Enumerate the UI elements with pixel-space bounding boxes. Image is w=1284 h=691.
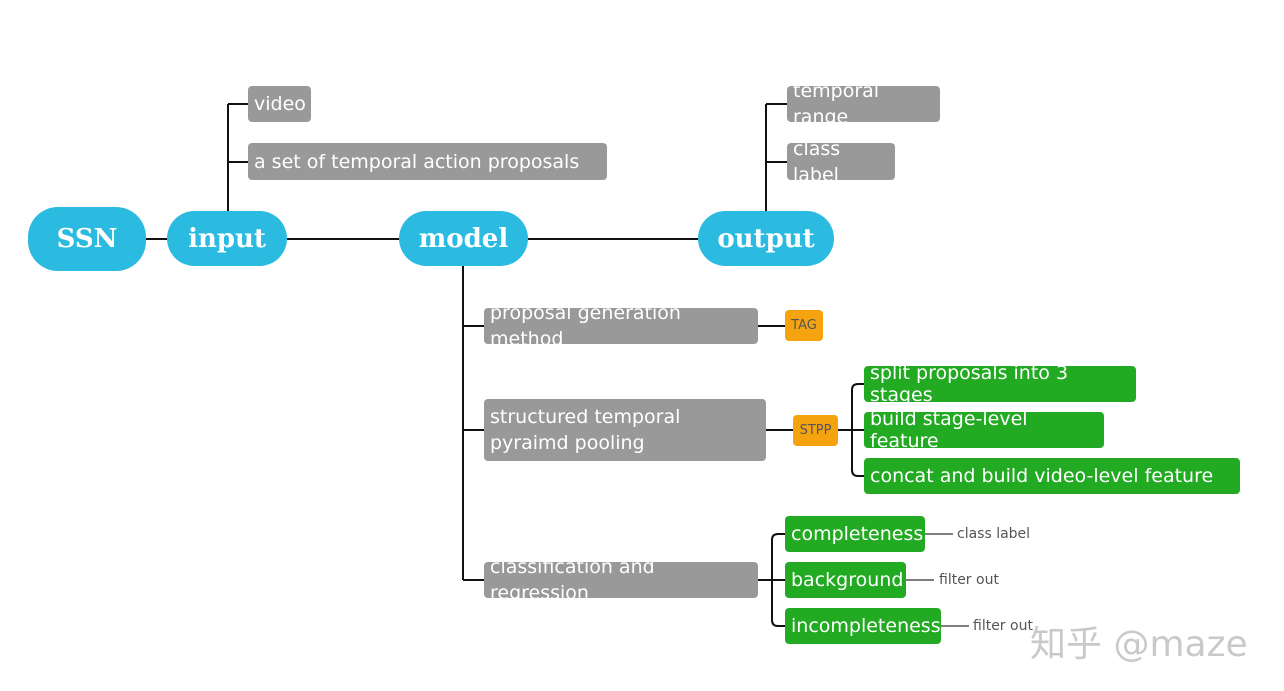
stpp-badge[interactable]: STPP <box>793 415 838 446</box>
output-node[interactable]: output <box>698 211 834 266</box>
outcome-completeness-label: completeness <box>791 523 924 545</box>
stpp-badge-label: STPP <box>799 423 832 438</box>
output-class-label-node[interactable]: class label <box>787 138 895 186</box>
result-filter-out-incompleteness: filter out <box>973 616 1033 636</box>
stpp-step-split[interactable]: split proposals into 3 stages <box>864 362 1136 406</box>
classification-label: classification and regression <box>490 556 655 604</box>
proposal-generation-node[interactable]: proposal generation method <box>484 302 758 350</box>
result-filter-out-background: filter out <box>939 570 999 590</box>
stpp-label: structured temporal pyraimd pooling <box>490 406 681 454</box>
output-class-label-label: class label <box>793 137 841 186</box>
outcome-incompleteness-label: incompleteness <box>791 615 941 637</box>
input-proposals-node[interactable]: a set of temporal action proposals <box>248 143 607 180</box>
output-label: output <box>717 223 815 254</box>
stpp-step-stage-feature[interactable]: build stage-level feature <box>864 408 1104 452</box>
input-proposals-label: a set of temporal action proposals <box>254 150 580 173</box>
tag-badge[interactable]: TAG <box>785 310 823 341</box>
proposal-generation-label: proposal generation method <box>490 302 681 350</box>
input-video-node[interactable]: video <box>248 86 311 122</box>
model-label: model <box>418 223 509 254</box>
stpp-step-video-feature-label: concat and build video-level feature <box>870 465 1214 487</box>
result-class-label: class label <box>957 524 1030 544</box>
outcome-completeness[interactable]: completeness <box>785 516 925 552</box>
root-node[interactable]: SSN <box>28 207 146 271</box>
outcome-background[interactable]: background <box>785 562 906 598</box>
model-node[interactable]: model <box>399 211 528 266</box>
stpp-step-stage-feature-label: build stage-level feature <box>870 408 1028 452</box>
stpp-step-video-feature[interactable]: concat and build video-level feature <box>864 458 1240 494</box>
result-filter-out-incompleteness-text: filter out <box>973 618 1033 634</box>
result-filter-out-background-text: filter out <box>939 572 999 588</box>
classification-node[interactable]: classification and regression <box>484 556 758 604</box>
tag-badge-label: TAG <box>791 318 817 333</box>
output-temporal-range-node[interactable]: temporal range <box>787 80 940 128</box>
stpp-node[interactable]: structured temporal pyraimd pooling <box>484 399 766 461</box>
input-node[interactable]: input <box>167 211 287 266</box>
input-video-label: video <box>254 93 306 115</box>
root-label: SSN <box>56 224 118 254</box>
stpp-step-split-label: split proposals into 3 stages <box>870 362 1069 406</box>
outcome-incompleteness[interactable]: incompleteness <box>785 608 941 644</box>
result-class-label-text: class label <box>957 526 1031 542</box>
input-label: input <box>188 223 266 254</box>
output-temporal-range-label: temporal range <box>793 80 880 128</box>
watermark: 知乎 @maze <box>1030 624 1248 665</box>
outcome-background-label: background <box>791 569 904 591</box>
